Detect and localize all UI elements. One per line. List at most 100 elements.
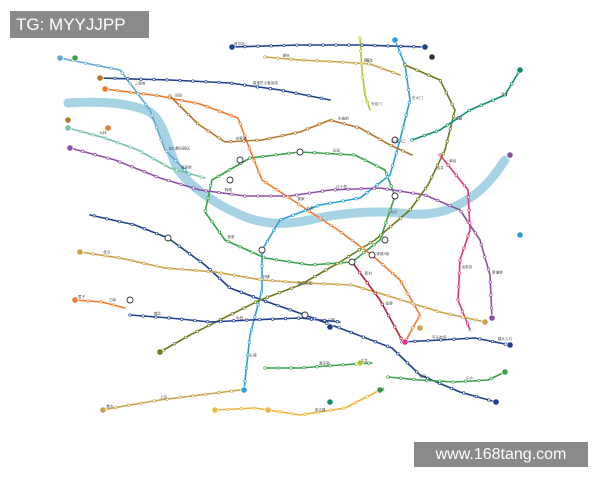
station-dot <box>244 366 249 370</box>
station-dot <box>456 297 460 302</box>
station-dot <box>406 292 410 296</box>
station-dot <box>154 315 158 319</box>
station-dot <box>218 276 222 281</box>
station-dot <box>313 274 317 279</box>
station-dot <box>444 90 448 95</box>
station-dot <box>379 66 383 70</box>
station-dot <box>489 293 493 297</box>
station-dot <box>116 88 120 93</box>
station-dot <box>326 262 330 266</box>
station-dot <box>359 62 364 66</box>
station-dot <box>372 186 376 190</box>
station-label: 城北 <box>154 311 162 316</box>
transfer-station <box>236 156 244 164</box>
station-label: 可乐市场 <box>432 335 447 340</box>
station-dot <box>422 133 426 138</box>
station-dot <box>154 125 159 130</box>
station-dot <box>264 180 268 185</box>
station-dot <box>411 191 415 195</box>
station-dot <box>491 98 495 102</box>
station-label: 文井 <box>361 358 369 363</box>
station-dot <box>232 319 236 323</box>
station-dot <box>259 290 264 294</box>
station-dot <box>129 258 133 263</box>
station-dot <box>451 114 456 118</box>
station-dot <box>413 339 417 343</box>
station-label: 汝矣岛 <box>462 264 473 269</box>
station-dot <box>178 395 182 400</box>
station-label: 忠正路 <box>315 407 326 412</box>
station-dot <box>479 242 483 247</box>
station-label: 石溪 <box>333 148 341 153</box>
station-dot <box>257 317 262 322</box>
station-dot <box>300 262 304 266</box>
station-dot <box>243 83 247 87</box>
station-dot <box>154 231 159 236</box>
station-dot <box>312 151 317 155</box>
station-dot <box>309 281 314 285</box>
station-dot <box>312 316 317 321</box>
station-dot <box>335 282 340 287</box>
station-dot <box>164 149 169 154</box>
station-dot <box>398 189 402 193</box>
station-dot <box>358 270 362 275</box>
station-dot <box>378 137 382 141</box>
station-dot <box>154 93 159 98</box>
station-label: 新道林 <box>492 269 503 274</box>
station-label: 九老 <box>307 205 315 210</box>
station-dot <box>347 43 351 47</box>
transfer-station <box>381 236 389 244</box>
station-dot <box>256 44 260 48</box>
station-dot <box>436 198 440 203</box>
station-label: 钟路3街 <box>376 251 389 256</box>
station-dot <box>398 138 402 143</box>
station-dot <box>282 43 286 48</box>
station-dot <box>230 114 234 118</box>
station-dot <box>385 175 390 179</box>
station-dot <box>191 79 195 83</box>
station-dot <box>510 82 514 86</box>
terminus-badge <box>66 144 74 152</box>
station-dot <box>384 172 389 176</box>
station-dot <box>359 187 363 191</box>
station-dot <box>178 78 182 83</box>
station-dot <box>187 252 192 256</box>
station-dot <box>365 281 370 285</box>
station-dot <box>357 248 362 252</box>
station-dot <box>322 318 327 323</box>
station-dot <box>342 122 346 126</box>
terminus-badge <box>516 66 524 74</box>
station-dot <box>91 252 95 256</box>
station-dot <box>468 221 472 225</box>
station-dot <box>486 267 491 272</box>
station-dot <box>270 317 275 321</box>
station-dot <box>142 170 146 174</box>
station-dot <box>204 392 208 396</box>
station-dot <box>207 323 211 328</box>
station-dot <box>389 224 393 229</box>
station-dot <box>290 286 294 290</box>
station-dot <box>384 221 388 225</box>
station-dot <box>195 121 200 126</box>
station-dot <box>462 183 467 188</box>
station-label: 永登浦 <box>236 136 247 141</box>
station-dot <box>412 377 416 382</box>
terminus-badge <box>56 54 64 62</box>
station-dot <box>167 316 171 320</box>
station-dot <box>355 125 359 129</box>
station-dot <box>448 127 452 131</box>
station-label: 江南 <box>109 297 117 302</box>
terminus-badge <box>326 398 334 406</box>
station-dot <box>152 399 156 403</box>
station-label: 三角地 <box>135 81 146 86</box>
station-dot <box>253 315 257 319</box>
subway-extra-g <box>102 389 241 411</box>
station-dot <box>287 151 291 156</box>
station-dot <box>111 303 116 307</box>
station-dot <box>411 326 415 330</box>
station-dot <box>348 283 353 287</box>
station-dot <box>390 271 395 276</box>
station-dot <box>256 194 260 198</box>
station-dot <box>329 223 333 228</box>
station-dot <box>154 174 158 179</box>
